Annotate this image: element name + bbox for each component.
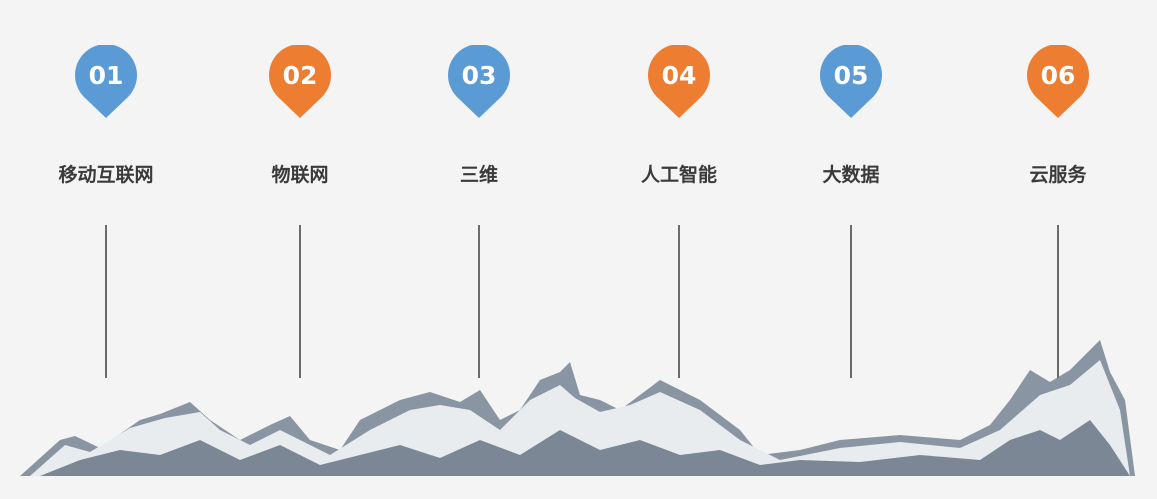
- map-pin-marker: 01: [75, 45, 137, 119]
- item-number: 05: [833, 61, 869, 90]
- pin-icon: [448, 45, 510, 118]
- connector-line: [105, 225, 107, 378]
- item-label: 三维: [459, 164, 498, 186]
- item-label: 人工智能: [640, 164, 717, 186]
- connector-line: [1057, 225, 1059, 378]
- pin-icon: [648, 45, 710, 118]
- item-number: 06: [1040, 61, 1076, 90]
- item-number: 02: [282, 61, 318, 90]
- connector-line: [678, 225, 680, 378]
- map-pin-marker: 05: [820, 45, 882, 119]
- pin-icon: [820, 45, 882, 118]
- connector-line: [299, 225, 301, 378]
- item-label: 移动互联网: [58, 164, 154, 186]
- map-pin-marker: 04: [648, 45, 710, 119]
- connector-line: [478, 225, 480, 378]
- item-label: 物联网: [271, 164, 329, 186]
- pin-icon: [75, 45, 137, 118]
- map-pin-marker: 06: [1027, 45, 1089, 119]
- connector-line: [850, 225, 852, 378]
- mountain-range-image: [0, 340, 1157, 499]
- map-pin-marker: 03: [448, 45, 510, 119]
- item-number: 01: [88, 61, 124, 90]
- pin-icon: [269, 45, 331, 118]
- item-number: 04: [661, 61, 697, 90]
- map-pin-marker: 02: [269, 45, 331, 119]
- item-label: 大数据: [822, 164, 880, 186]
- item-number: 03: [461, 61, 497, 90]
- pin-icon: [1027, 45, 1089, 118]
- item-label: 云服务: [1029, 164, 1087, 186]
